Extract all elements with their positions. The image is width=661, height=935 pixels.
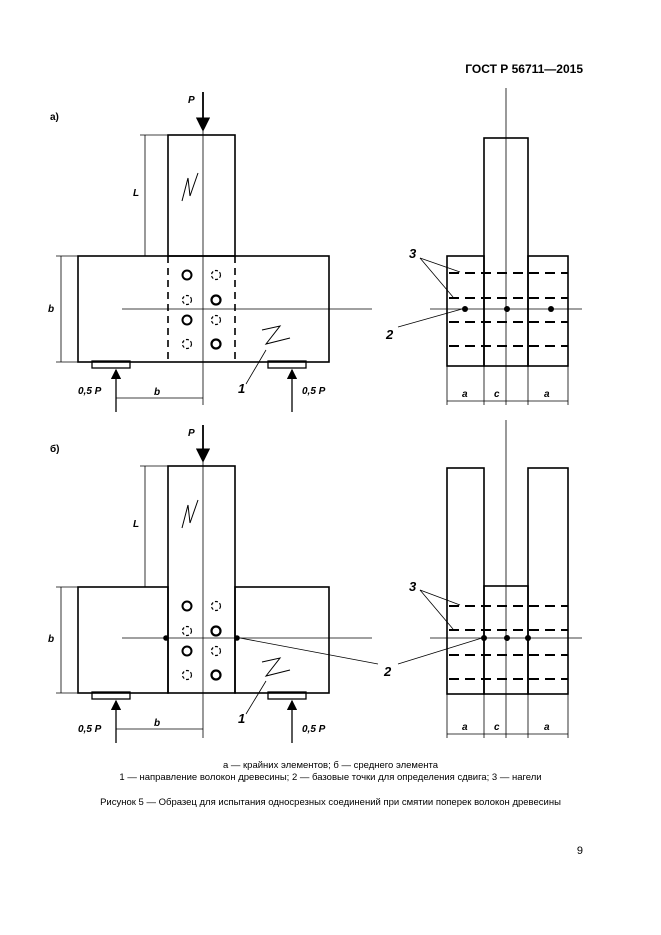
ref-1-a: 1 [238,381,245,396]
width-label-a: b [154,387,160,398]
ref-3-b: 3 [409,579,417,594]
dim-c-b: c [494,722,500,733]
ref-2-a: 2 [385,327,394,342]
ref-3-a: 3 [409,246,417,261]
panel-a-label: а) [50,112,59,123]
panel-b-front-view [56,425,379,743]
standard-header: ГОСТ Р 56711—2015 [465,62,583,76]
dim-a-left-b: a [462,722,468,733]
half-load-right-b: 0,5 P [302,724,326,735]
panel-a-dowels [181,269,222,350]
height-label-b: b [48,634,54,645]
length-label-b: L [133,519,139,530]
panel-a-side-view [397,88,582,405]
caption-legend: 1 — направление волокон древесины; 2 — б… [119,772,542,783]
ref-2-b: 2 [383,664,392,679]
ref-1-b: 1 [238,711,245,726]
caption-panels: а — крайних элементов; б — среднего элем… [222,760,439,771]
dim-c-a: c [494,389,500,400]
dim-a-right-b: a [544,722,550,733]
figure-title: Рисунок 5 — Образец для испытания односр… [100,797,561,808]
height-label-a: b [48,304,54,315]
panel-a-front-view [56,92,372,412]
page-number: 9 [576,845,583,857]
length-label-a: L [133,188,139,199]
width-label-b: b [154,718,160,729]
load-label-a: P [188,95,195,106]
half-load-left-b: 0,5 P [78,724,102,735]
panel-b-side-base-points [481,635,531,641]
panel-b-dowels [181,600,222,681]
panel-a-base-points [462,306,554,312]
dim-a-left-a: a [462,389,468,400]
half-load-right-a: 0,5 P [302,386,326,397]
panel-b-side-view [397,420,582,738]
dim-a-right-a: a [544,389,550,400]
panel-b-label: б) [50,443,60,455]
panel-b-front-base-points [163,635,240,641]
load-label-b: P [188,428,195,439]
half-load-left-a: 0,5 P [78,386,102,397]
